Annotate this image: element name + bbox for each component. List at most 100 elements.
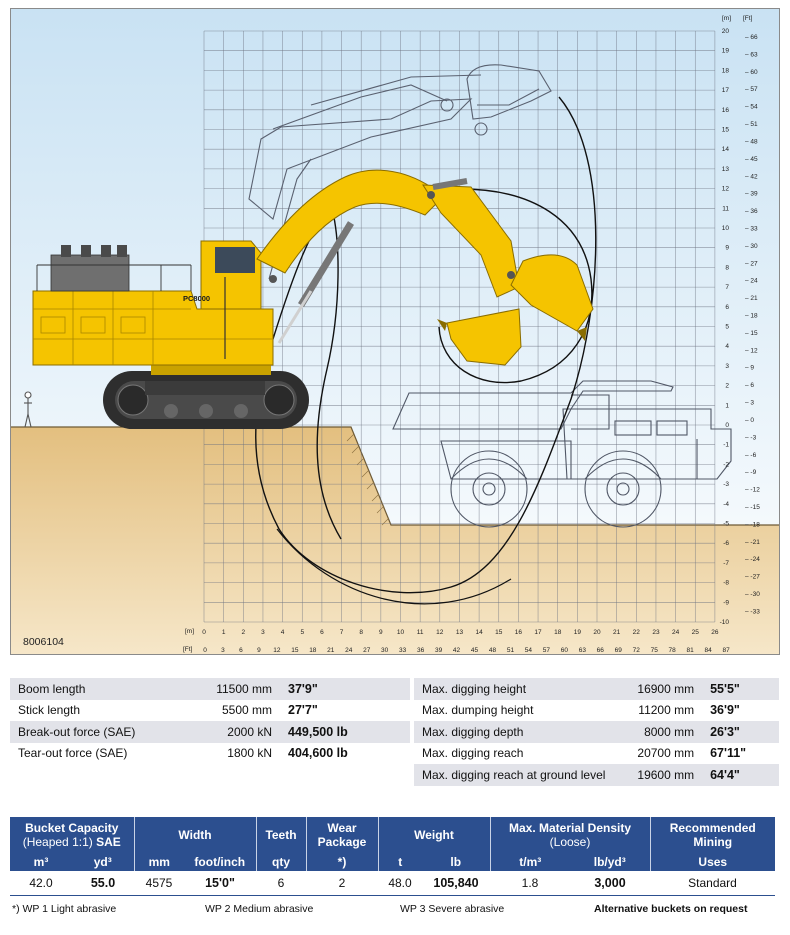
y-tick-m: -7: [723, 560, 729, 567]
ground-with-pit: [11, 427, 779, 654]
x-tick-m: 8: [359, 629, 363, 636]
crawler-tracks: [103, 371, 309, 429]
unit-m3: m³: [10, 853, 72, 871]
x-tick-ft: 63: [579, 647, 587, 654]
x-tick-m: 25: [692, 629, 700, 636]
spec-left-label: Tear-out force (SAE): [18, 746, 128, 761]
y-tick-ft: – -33: [745, 608, 760, 615]
x-tick-m: 21: [613, 629, 621, 636]
x-tick-m: 13: [456, 629, 464, 636]
x-tick-m: 1: [222, 629, 226, 636]
figure-id-code: 8006104: [23, 636, 64, 648]
unit-uses: Uses: [649, 853, 775, 871]
spec-right-label: Max. dumping height: [422, 703, 534, 718]
x-tick-m: 10: [397, 629, 405, 636]
y-tick-ft: – -6: [745, 452, 757, 459]
x-tick-m: 7: [340, 629, 344, 636]
y-tick-ft: – 45: [745, 156, 758, 163]
y-tick-m: -5: [723, 521, 729, 528]
x-tick-ft: 81: [687, 647, 695, 654]
spec-left-metric: 5500 mm: [221, 703, 272, 718]
x-unit-m: [m]: [185, 628, 194, 635]
spec-right-imperial: 26'3": [702, 721, 779, 743]
spec-left-metric: 11500 mm: [170, 678, 280, 700]
y-tick-ft: – -24: [745, 556, 760, 563]
bucket-pin: [507, 271, 515, 279]
y-tick-ft: – 36: [745, 208, 758, 215]
spec-right-metric: 20700 mm: [637, 746, 695, 761]
spec-left-label: Break-out force (SAE): [10, 721, 170, 743]
spec-left-metric: 2000 kN: [170, 721, 280, 743]
header-weight: Weight: [377, 817, 490, 853]
y-tick-m: -3: [723, 481, 729, 488]
spec-left-imperial: 37'9": [280, 678, 410, 700]
y-tick-ft: – -27: [745, 574, 760, 581]
header-capacity-line2b: SAE: [96, 835, 121, 849]
x-tick-m: 9: [379, 629, 383, 636]
spec-right-label: Max. digging depth: [414, 721, 614, 743]
unit-t-m3: t/m³: [489, 853, 570, 871]
x-tick-ft: 0: [203, 647, 207, 654]
y-tick-ft: – 3: [745, 400, 754, 407]
footnote-wp3: WP 3 Severe abrasive: [400, 903, 505, 915]
x-tick-ft: 21: [327, 647, 335, 654]
x-tick-m: 11: [417, 629, 424, 636]
raised-attachment-outline: [248, 64, 552, 280]
x-tick-ft: 30: [381, 647, 389, 654]
y-tick-m: -8: [723, 580, 729, 587]
y-tick-m: 18: [722, 67, 730, 74]
y-axis-metric: 20191817161514131211109876543210-1-2-3-4…: [720, 28, 730, 626]
y-unit-ft: [Ft]: [743, 15, 753, 22]
x-tick-m: 20: [593, 629, 601, 636]
bucket-table: Bucket Capacity (Heaped 1:1) SAE Width T…: [10, 817, 775, 896]
x-tick-m: 2: [241, 629, 245, 636]
y-axis-feet: – 66– 63– 60– 57– 54– 51– 48– 45– 42– 39…: [745, 34, 760, 615]
y-tick-m: 13: [722, 166, 730, 173]
header-wear-package: Wear Package: [305, 817, 378, 853]
y-tick-m: -2: [723, 461, 729, 468]
unit-lb: lb: [422, 853, 490, 871]
x-tick-ft: 51: [507, 647, 515, 654]
y-tick-ft: – 21: [745, 295, 758, 302]
x-tick-m: 23: [652, 629, 660, 636]
x-tick-ft: 69: [615, 647, 623, 654]
cell-foot-inch: 15'0": [184, 871, 256, 896]
x-tick-ft: 66: [597, 647, 605, 654]
excavator-pc8000: PC8000: [32, 169, 594, 429]
x-tick-ft: 24: [345, 647, 353, 654]
y-tick-m: 0: [725, 422, 729, 429]
y-tick-ft: – 60: [745, 69, 758, 76]
x-tick-ft: 45: [471, 647, 479, 654]
y-tick-m: 20: [722, 28, 730, 35]
spec-left-imperial: 449,500 lb: [280, 721, 410, 743]
y-tick-ft: – 39: [745, 191, 758, 198]
spec-right-imperial: 67'11": [710, 746, 747, 761]
y-tick-ft: – -30: [745, 591, 760, 598]
pit-slope-hatch: [346, 433, 390, 526]
y-tick-ft: – 9: [745, 365, 754, 372]
x-tick-ft: 6: [239, 647, 243, 654]
cell-t-m3: 1.8: [490, 871, 570, 896]
x-tick-m: 17: [534, 629, 542, 636]
y-tick-ft: – 33: [745, 225, 758, 232]
y-tick-m: 17: [722, 87, 730, 94]
haul-truck-outline: [392, 380, 732, 528]
y-unit-m: [m]: [722, 15, 731, 22]
unit-t: t: [377, 853, 422, 871]
x-tick-m: 22: [633, 629, 641, 636]
x-tick-ft: 12: [273, 647, 281, 654]
cell-uses: Standard: [650, 871, 775, 896]
upper-structure-panels: [33, 291, 273, 365]
y-tick-m: -10: [720, 619, 730, 626]
x-tick-ft: 48: [489, 647, 497, 654]
bucket-teeth: [437, 319, 587, 341]
y-tick-m: 19: [722, 48, 730, 55]
spec-right-imperial: 64'4": [702, 764, 779, 786]
x-tick-ft: 42: [453, 647, 461, 654]
